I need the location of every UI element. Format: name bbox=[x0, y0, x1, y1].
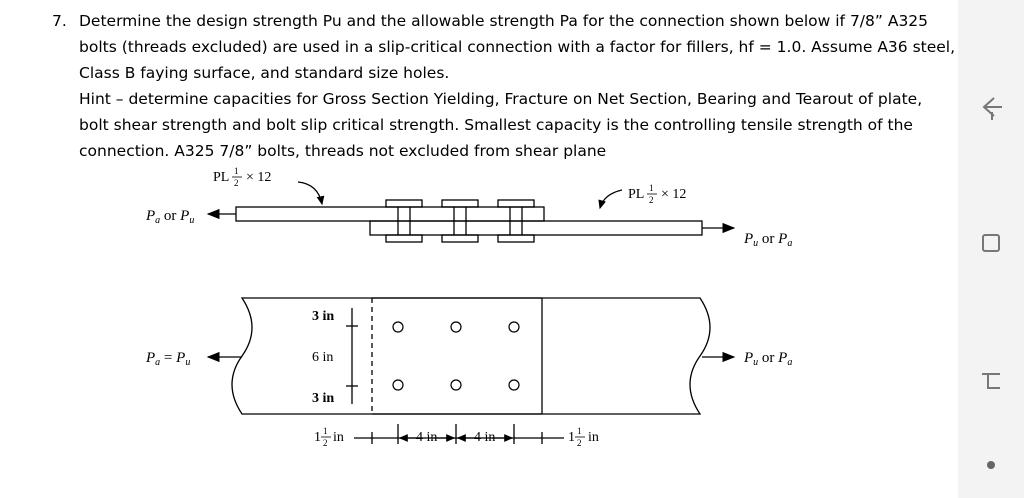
recent-apps-icon[interactable] bbox=[976, 228, 1006, 258]
side-view bbox=[206, 181, 736, 243]
dim-top-label: 3 in bbox=[312, 309, 334, 324]
dim-mid-label: 6 in bbox=[312, 350, 333, 365]
spacing-2-label: 4 in bbox=[474, 430, 495, 445]
back-icon[interactable] bbox=[976, 364, 1006, 394]
bolt-hole bbox=[450, 321, 462, 333]
left-plate-label: PL bbox=[213, 170, 229, 185]
edge-left-frac-num: 1 bbox=[323, 426, 328, 436]
problem-line: bolts (threads excluded) are used in a s… bbox=[79, 38, 956, 56]
right-plate-size: × 12 bbox=[661, 187, 686, 202]
connection-diagram: PL 1 2 × 12 PL 1 2 × 12 Pa or Pu Pu or P… bbox=[145, 166, 792, 448]
left-plate bbox=[235, 206, 545, 222]
plan-left-plate bbox=[231, 297, 542, 415]
edge-left-whole: 1 bbox=[314, 430, 321, 445]
right-plate-leader bbox=[598, 189, 623, 210]
dot-icon[interactable] bbox=[976, 450, 1006, 480]
plan-left-load-label: Pa = Pu bbox=[145, 350, 190, 368]
bolt-hole bbox=[508, 321, 520, 333]
edge-right-frac-num: 1 bbox=[577, 426, 582, 436]
bolt-hole bbox=[508, 379, 520, 391]
side-left-load-label: Pa or Pu bbox=[145, 208, 194, 226]
bolt-2 bbox=[441, 199, 479, 243]
bolt-hole bbox=[450, 379, 462, 391]
side-right-load-label: Pu or Pa bbox=[743, 231, 792, 249]
bolt-holes bbox=[392, 321, 520, 391]
edge-right-frac-den: 2 bbox=[577, 438, 582, 448]
problem-line: bolt shear strength and bolt slip critic… bbox=[79, 116, 913, 134]
plan-right-load-label: Pu or Pa bbox=[743, 350, 792, 368]
left-plate-leader bbox=[297, 181, 325, 206]
spacing-1-label: 4 in bbox=[416, 430, 437, 445]
edge-right-unit: in bbox=[588, 430, 599, 445]
dim-bottom-label: 3 in bbox=[312, 391, 334, 406]
left-plate-size: × 12 bbox=[246, 170, 271, 185]
plan-view bbox=[206, 297, 736, 444]
right-plate-label: PL bbox=[628, 187, 644, 202]
bolt-3 bbox=[497, 199, 535, 243]
right-plate-fraction-den: 2 bbox=[649, 195, 654, 205]
problem-line: Hint – determine capacities for Gross Se… bbox=[79, 90, 923, 108]
edge-left-unit: in bbox=[333, 430, 344, 445]
problem-line: Class B faying surface, and standard siz… bbox=[79, 64, 450, 82]
bolt-hole bbox=[392, 321, 404, 333]
navigation-bar bbox=[958, 0, 1024, 498]
left-plate-fraction-den: 2 bbox=[234, 178, 239, 188]
left-plate-fraction-num: 1 bbox=[234, 166, 239, 176]
swipe-arrow-icon[interactable] bbox=[976, 92, 1006, 122]
edge-left-frac-den: 2 bbox=[323, 438, 328, 448]
bolt-hole bbox=[392, 379, 404, 391]
problem-number: 7. bbox=[52, 12, 67, 30]
bolt-1 bbox=[385, 199, 423, 243]
edge-right-whole: 1 bbox=[568, 430, 575, 445]
right-plate-fraction-num: 1 bbox=[649, 183, 654, 193]
plan-right-plate bbox=[372, 297, 711, 415]
problem-line: connection. A325 7/8” bolts, threads not… bbox=[79, 142, 607, 160]
problem-line: Determine the design strength Pu and the… bbox=[79, 12, 929, 30]
right-plate bbox=[369, 220, 703, 236]
